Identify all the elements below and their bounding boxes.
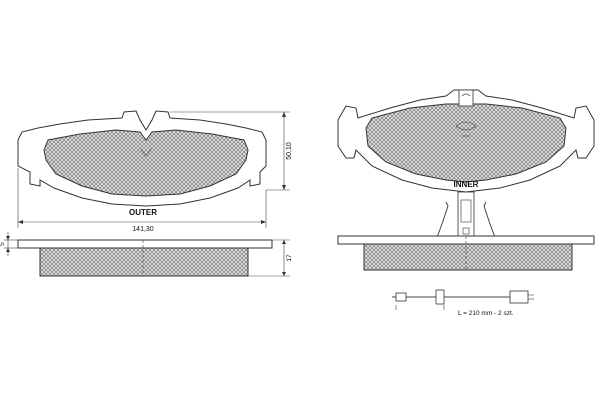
outer-side-view — [17, 239, 273, 277]
outer-label: OUTER — [129, 208, 157, 217]
inner-side-view — [337, 235, 595, 271]
inner-label: INNER — [454, 180, 479, 189]
side-friction-lining — [39, 247, 249, 277]
height-dimension: 50,10 — [170, 111, 293, 191]
height-dimension-label: 50,10 — [286, 142, 293, 160]
inner-friction-lining — [365, 103, 567, 183]
width-dimension-label: 141,30 — [132, 226, 154, 233]
inner-side-friction-lining — [363, 243, 573, 271]
outer-pad — [17, 110, 267, 207]
outer-friction-lining — [43, 129, 249, 197]
total-thickness-label: 17 — [286, 254, 293, 262]
inner-pad — [337, 89, 595, 193]
plate-thickness-dimension: 5 — [0, 232, 18, 256]
sensor-probe — [395, 292, 407, 302]
side-backing-plate — [17, 239, 273, 249]
total-thickness-dimension: 17 — [248, 239, 293, 277]
wear-sensor — [392, 289, 534, 310]
sensor-grommet — [435, 289, 445, 305]
sensor-connector — [509, 290, 529, 304]
width-dimension: 141,30 — [17, 168, 267, 233]
inner-spring-clip — [435, 191, 497, 241]
wear-sensor-note: L = 210 mm - 2 szt. — [458, 310, 514, 317]
inner-clip — [458, 89, 474, 107]
plate-thickness-label: 5 — [0, 242, 6, 246]
